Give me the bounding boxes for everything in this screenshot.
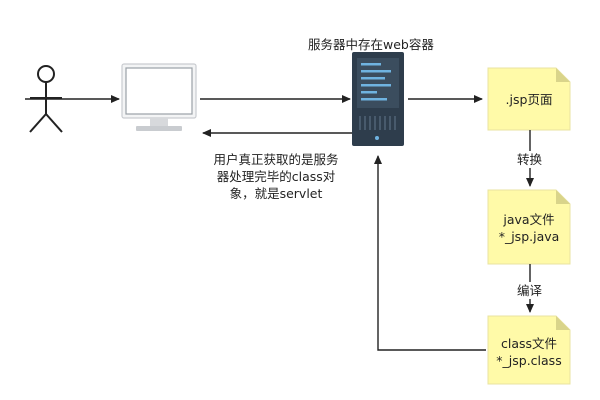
jsp-page-label: .jsp页面 bbox=[490, 91, 568, 108]
convert-label: 转换 bbox=[517, 151, 543, 168]
java-file-note bbox=[487, 189, 571, 265]
return-line3: 象，就是servlet bbox=[229, 186, 323, 201]
return-line1: 用户真正获取的是服务 bbox=[213, 152, 339, 167]
class-file-label: class文件 *_jsp.class bbox=[490, 335, 568, 369]
java-file-line1: java文件 bbox=[503, 212, 555, 227]
class-file-note bbox=[487, 315, 571, 385]
server-icon bbox=[352, 52, 404, 146]
class-file-line1: class文件 bbox=[500, 336, 558, 351]
compile-label: 编译 bbox=[517, 282, 543, 299]
jsp-page-note bbox=[487, 67, 571, 131]
class-file-line2: *_jsp.class bbox=[496, 353, 562, 368]
return-label: 用户真正获取的是服务 器处理完毕的class对 象，就是servlet bbox=[196, 151, 356, 202]
java-file-line2: *_jsp.java bbox=[498, 229, 560, 244]
monitor-icon bbox=[121, 63, 197, 131]
server-title: 服务器中存在web容器 bbox=[308, 37, 434, 52]
user-icon bbox=[29, 65, 63, 133]
jsp-page-line1: .jsp页面 bbox=[505, 92, 553, 107]
arrow-class-to-server bbox=[374, 155, 486, 351]
return-line2: 器处理完毕的class对 bbox=[216, 169, 336, 184]
java-file-label: java文件 *_jsp.java bbox=[490, 211, 568, 245]
